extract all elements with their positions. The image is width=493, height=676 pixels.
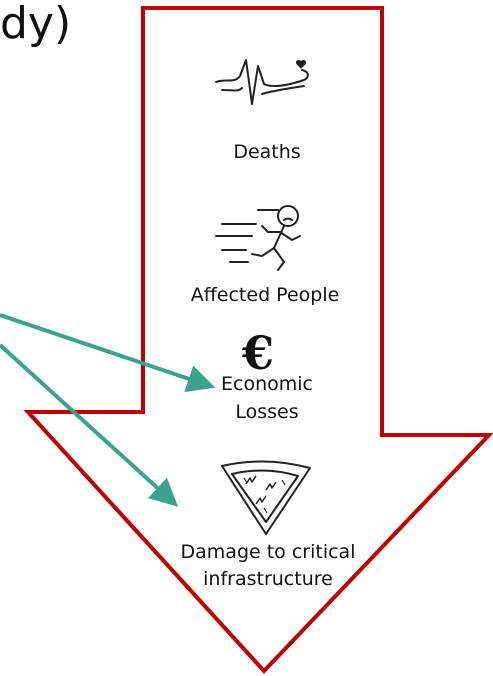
label-infrastructure: infrastructure: [203, 568, 333, 590]
pointer-arrow-infrastructure: [0, 343, 179, 507]
label-economic: Economic: [221, 373, 313, 395]
label-damage: Damage to critical: [180, 541, 356, 563]
title-fragment: dy): [0, 0, 72, 49]
heartbeat-icon: [215, 59, 309, 105]
label-deaths: Deaths: [233, 141, 301, 163]
label-affected-people: Affected People: [190, 284, 340, 306]
pointer-arrow-economic: [0, 313, 216, 393]
warning-triangle-icon: [221, 460, 311, 535]
running-person-icon: [215, 205, 301, 271]
down-arrow-shape: [23, 6, 493, 674]
label-losses: Losses: [235, 401, 299, 423]
euro-icon: €: [241, 326, 274, 380]
